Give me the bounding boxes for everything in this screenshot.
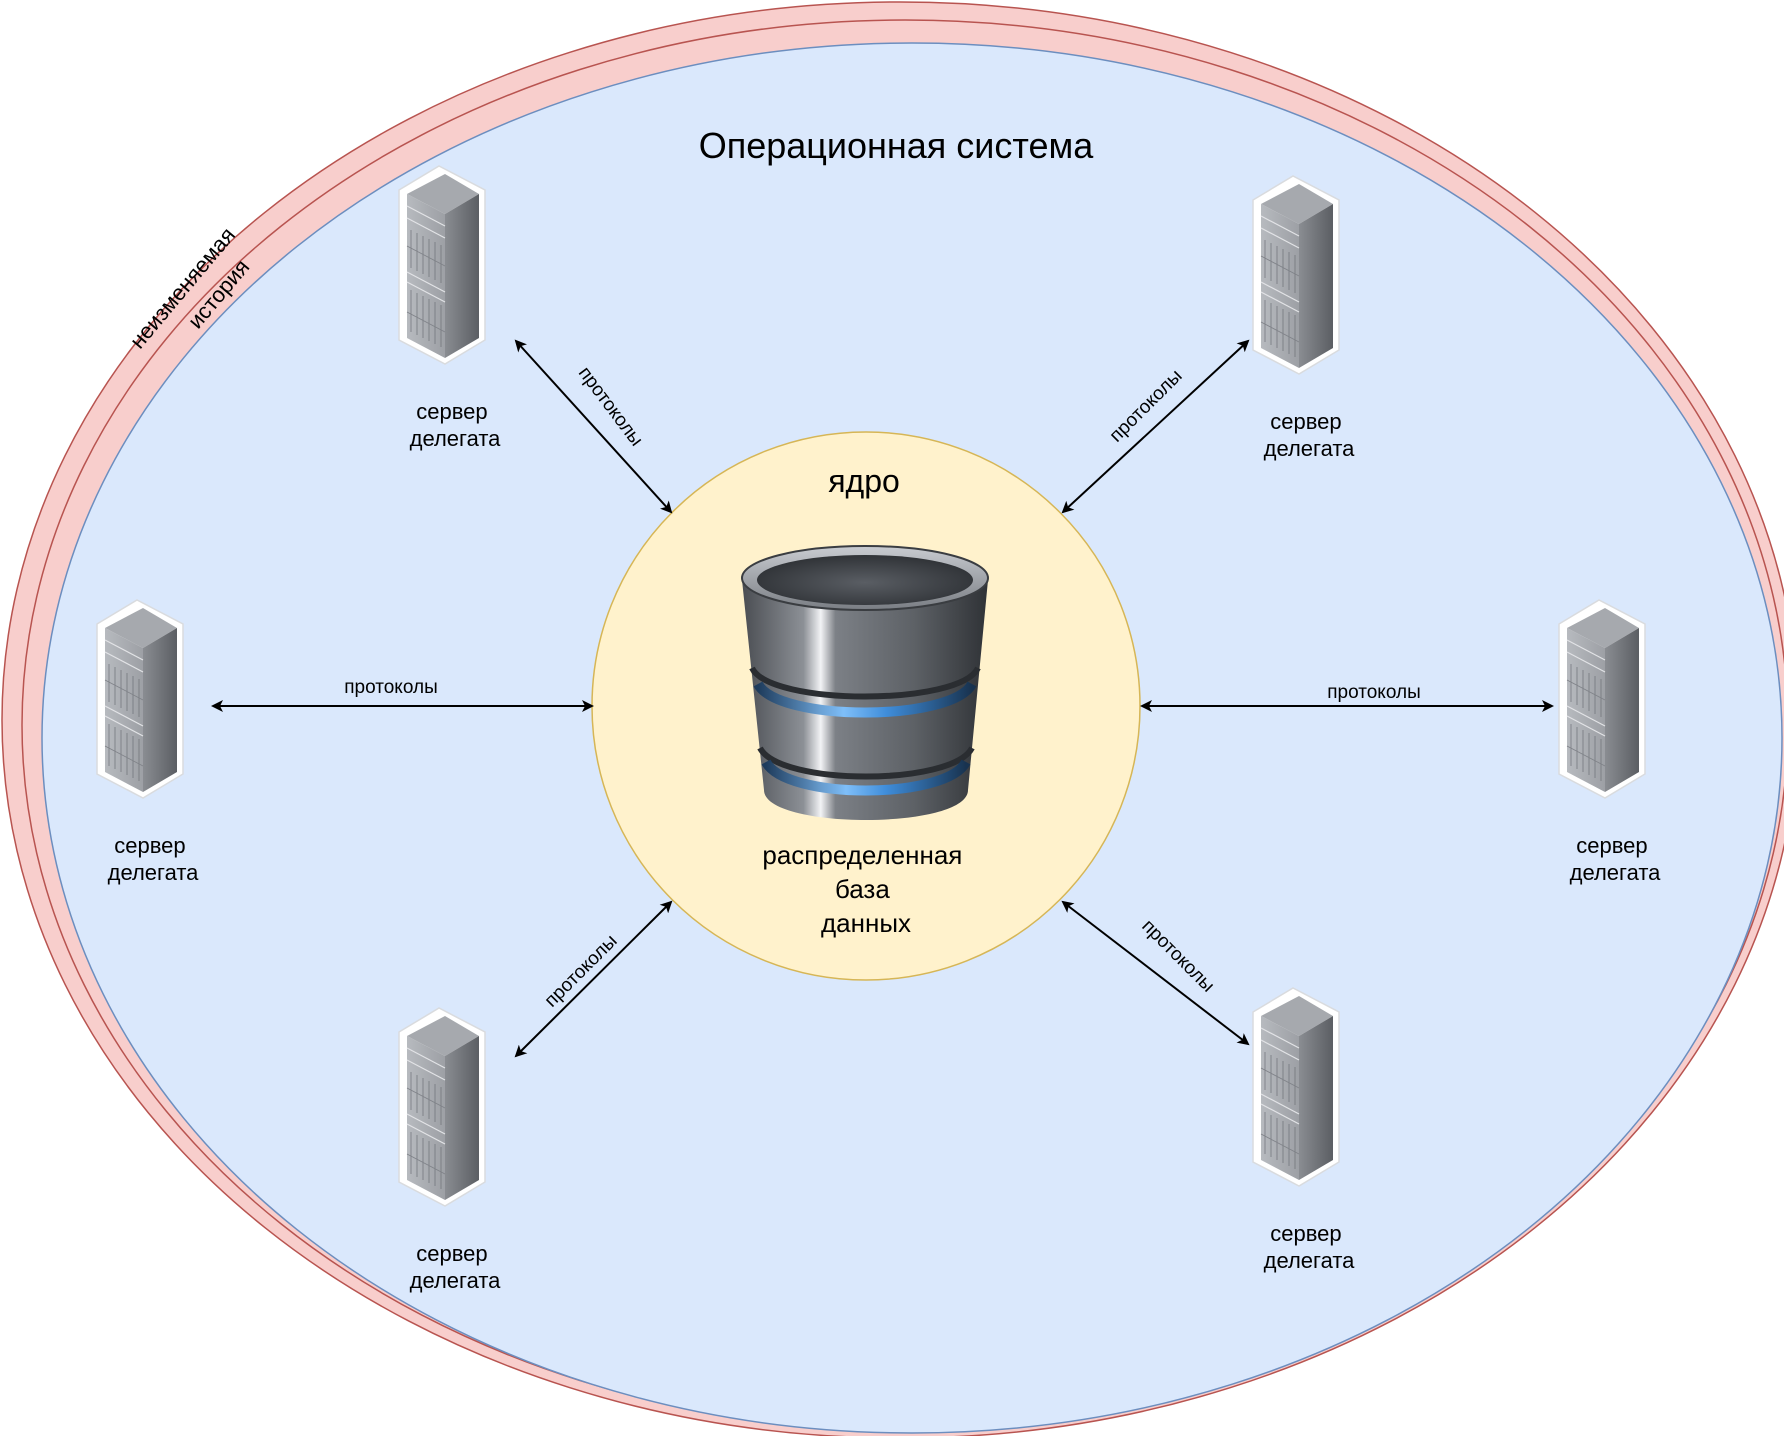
server-label: сервер делегата <box>410 1241 502 1293</box>
server-right: сервер делегата <box>1558 599 1662 885</box>
server-top-left: сервер делегата <box>398 165 502 451</box>
server-label: сервер делегата <box>1570 833 1662 885</box>
server-icon <box>96 599 184 799</box>
database-label-line2: база <box>835 874 890 904</box>
server-label: сервер делегата <box>1264 1221 1356 1273</box>
database-icon <box>741 545 989 820</box>
server-label: сервер делегата <box>1264 409 1356 461</box>
database-label: распределенная база данных <box>762 840 969 938</box>
protocol-label-left: протоколы <box>344 677 437 698</box>
connector-top-left <box>514 339 673 514</box>
protocol-label-right: протоколы <box>1327 682 1420 703</box>
server-icon <box>1558 599 1646 799</box>
diagram-title: Операционная система <box>699 125 1095 166</box>
connector-top-right <box>1061 339 1250 514</box>
server-label: сервер делегата <box>108 833 200 885</box>
connector-bottom-left <box>514 900 673 1058</box>
server-icon <box>1252 175 1340 375</box>
core-title: ядро <box>828 463 900 499</box>
database-label-line1: распределенная <box>762 840 962 870</box>
server-icon <box>398 1007 486 1207</box>
core-node: ядро распределенная база данных <box>591 431 1141 981</box>
connector-bottom-right <box>1061 900 1250 1046</box>
database-label-line3: данных <box>821 908 911 938</box>
server-top-right: сервер делегата <box>1252 175 1356 461</box>
server-label: сервер делегата <box>410 399 502 451</box>
server-left: сервер делегата <box>96 599 200 885</box>
server-nodes: сервер делегата сервер делегата сервер д… <box>96 165 1662 1293</box>
server-bottom-left: сервер делегата <box>398 1007 502 1293</box>
server-bottom-right: сервер делегата <box>1252 987 1356 1273</box>
connectors <box>211 339 1554 1058</box>
server-icon <box>1252 987 1340 1187</box>
server-icon <box>398 165 486 365</box>
